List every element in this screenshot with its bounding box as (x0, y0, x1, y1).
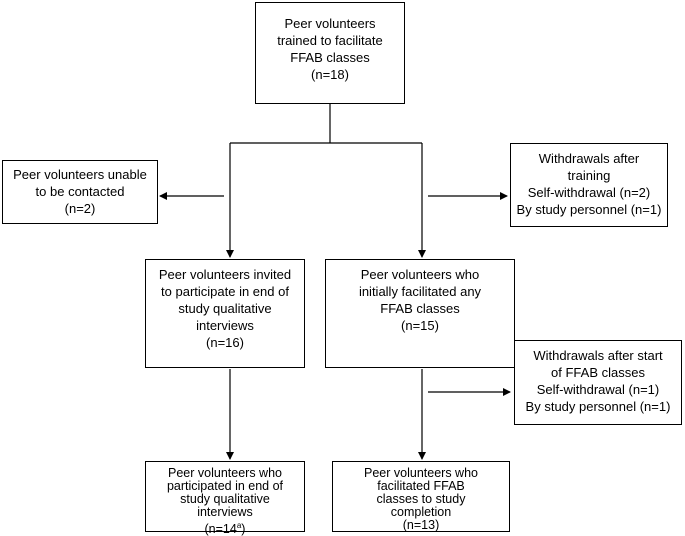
box-invited-line-1: Peer volunteers invited (158, 267, 292, 282)
box-invited-line-2: to participate in end of (161, 284, 289, 299)
box-unable-line-2: to be contacted (35, 184, 125, 199)
box-unable-line-3: (n=2) (64, 201, 96, 216)
box-withdrawals-training: Withdrawals after training Self-withdraw… (510, 143, 668, 227)
box-unable-line-1: Peer volunteers unable (13, 167, 147, 182)
box-initially-line-1: Peer volunteers who (360, 267, 480, 282)
participated-n-suffix: ) (241, 522, 246, 536)
box-trained-line-4: (n=18) (311, 67, 349, 82)
box-trained-line-2: trained to facilitate (277, 33, 383, 48)
box-completed-line-1: Peer volunteers who (364, 466, 478, 480)
box-trained: Peer volunteers trained to facilitate FF… (255, 2, 405, 104)
box-participated-line-2: participated in end of (166, 479, 284, 493)
box-withdraw-training-line-2: training (567, 168, 611, 183)
box-invited-line-4: interviews (196, 318, 254, 333)
box-participated-count: (n=14a) (150, 519, 300, 536)
box-participated-line-1: Peer volunteers who (168, 466, 282, 480)
box-initially-facilitated: Peer volunteers who initially facilitate… (325, 259, 515, 368)
box-withdraw-classes-line-3: Self-withdrawal (n=1) (536, 382, 660, 397)
box-invited-interviews: Peer volunteers invited to participate i… (145, 259, 305, 368)
box-completed: Peer volunteers who facilitated FFAB cla… (332, 461, 510, 532)
participated-n-prefix: (n=14 (204, 522, 237, 536)
box-unable-contacted: Peer volunteers unable to be contacted (… (2, 160, 158, 224)
box-trained-line-1: Peer volunteers (284, 16, 376, 31)
box-withdraw-training-line-4: By study personnel (n=1) (516, 202, 662, 217)
box-participated-interviews: Peer volunteers who participated in end … (145, 461, 305, 536)
box-withdraw-classes-line-1: Withdrawals after start (533, 348, 663, 363)
box-initially-line-2: initially facilitated any (358, 284, 482, 299)
box-withdraw-training-line-3: Self-withdrawal (n=2) (527, 185, 651, 200)
box-invited-line-5: (n=16) (206, 335, 244, 350)
box-withdrawals-classes: Withdrawals after start of FFAB classes … (514, 340, 682, 425)
box-participated-line-4: interviews (197, 505, 253, 519)
participated-footnote-marker: a (236, 521, 242, 530)
box-initially-line-4: (n=15) (401, 318, 439, 333)
box-completed-line-3: classes to study (376, 492, 466, 506)
box-completed-line-4: completion (390, 505, 452, 519)
box-withdraw-classes-line-2: of FFAB classes (551, 365, 645, 380)
box-completed-line-5: (n=13) (402, 518, 440, 532)
box-trained-line-3: FFAB classes (290, 50, 370, 65)
box-completed-line-2: facilitated FFAB (377, 479, 465, 493)
box-withdraw-training-line-1: Withdrawals after (538, 151, 640, 166)
box-participated-line-3: study qualitative (180, 492, 270, 506)
box-invited-line-3: study qualitative (178, 301, 272, 316)
box-withdraw-classes-line-4: By study personnel (n=1) (525, 399, 671, 414)
box-initially-line-3: FFAB classes (380, 301, 460, 316)
